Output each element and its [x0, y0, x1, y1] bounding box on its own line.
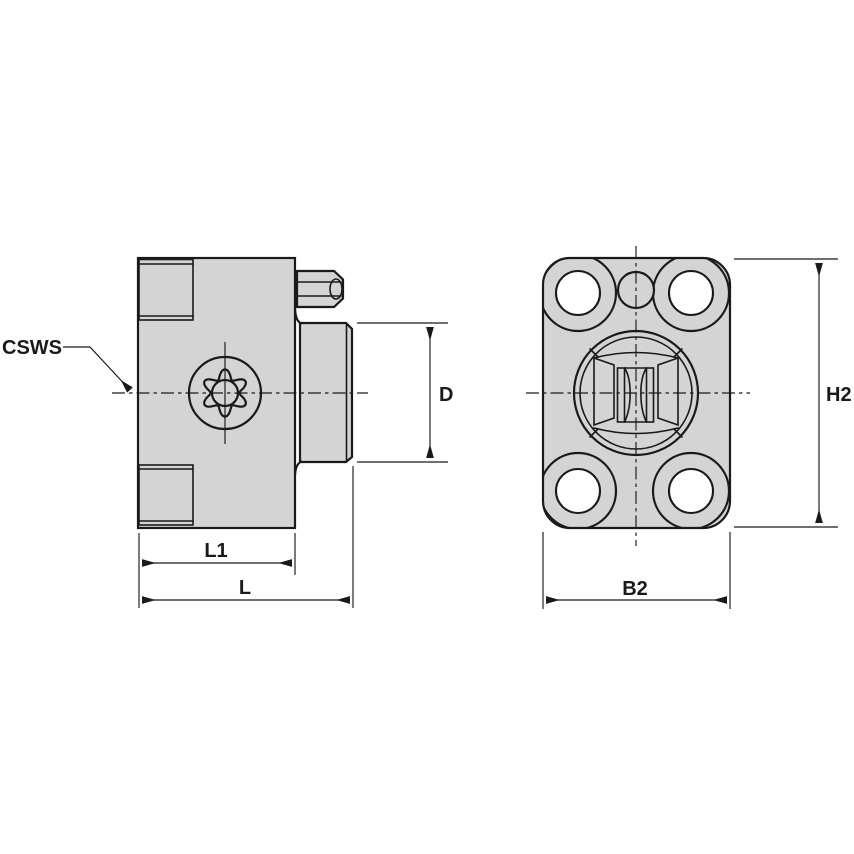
csws-leader-line [63, 346, 133, 393]
dim-b2: B2 [542, 532, 731, 609]
dim-d-label: D [439, 384, 453, 406]
hex-screw [295, 269, 345, 309]
dim-l: L [142, 466, 354, 608]
clamp-pocket-top-outline [138, 258, 194, 321]
socket-corner-line-br [673, 428, 683, 438]
socket-wedge-left [593, 356, 615, 427]
dim-h2: H2 [734, 258, 852, 528]
dim-d: D [357, 322, 453, 463]
clamp-spool-bar-left [616, 367, 626, 423]
clamp-pocket-top [138, 258, 194, 321]
corner-counterbores [543, 258, 730, 528]
front-view: H2 B2 [526, 246, 852, 609]
dim-l1: L1 [138, 533, 296, 608]
clamp-pocket-bottom-outline [138, 464, 194, 526]
socket-arc-bottom [593, 427, 679, 435]
counterbore-bottom-left [543, 451, 618, 528]
side-view: CSWS D L1 L [2, 256, 453, 608]
pilot-boss-fillet-top [293, 307, 303, 325]
counterbore-bottom-right [651, 451, 730, 528]
clamp-spool-bar-right [645, 367, 655, 423]
csws-callout-text: CSWS [2, 337, 62, 359]
corner-hole-bottom-right [667, 467, 715, 515]
dim-h2-label: H2 [826, 384, 852, 406]
dim-l-label: L [239, 577, 251, 599]
socket-corner-line-bl [589, 428, 599, 438]
socket-wedge-right [657, 356, 679, 427]
socket-corner-line-tr [673, 348, 683, 358]
corner-hole-top-right [667, 269, 715, 317]
corner-hole-bottom-left [554, 467, 602, 515]
clamp-pocket-bottom [138, 464, 194, 526]
clamp-spool-waist-right [640, 367, 648, 423]
socket-corner-line-tl [589, 348, 599, 358]
hex-screw-head [295, 269, 345, 309]
pilot-boss-fillet-bottom [293, 460, 303, 477]
corner-hole-top-left [554, 269, 602, 317]
pilot-boss [293, 307, 354, 477]
clamp-spool [616, 367, 655, 423]
dim-l1-label: L1 [204, 540, 227, 562]
dim-b2-label: B2 [622, 578, 648, 600]
counterbore-top-left [543, 258, 618, 333]
csws-callout: CSWS [2, 337, 133, 393]
hex-screw-end-cap [329, 278, 343, 300]
